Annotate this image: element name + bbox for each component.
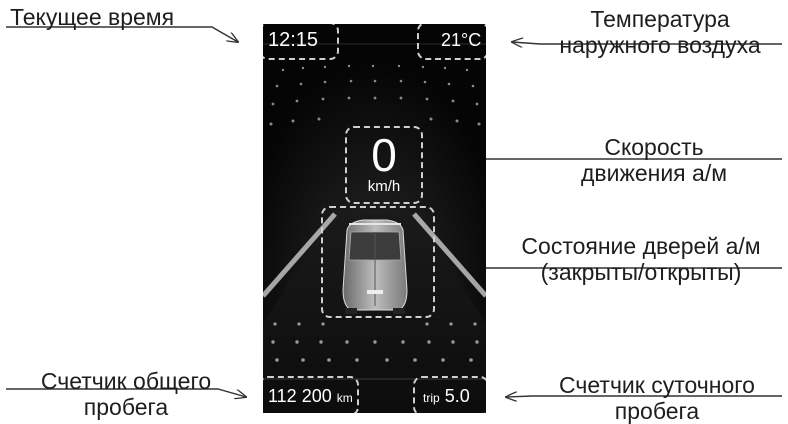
callout-odometer-line2: пробега (83, 394, 169, 420)
ceiling-lights (269, 64, 481, 126)
trip-counter: trip 5.0 (423, 386, 470, 408)
leader-trip (506, 396, 782, 397)
callout-speed-line2: движения а/м (580, 160, 728, 186)
trip-label: trip (423, 391, 440, 405)
trip-callout-frame (413, 376, 486, 413)
instrument-screen: 12:15 21°C 0 km/h 112 200 km trip 5.0 (263, 24, 486, 413)
callout-odometer-line1: Счетчик общего (40, 368, 212, 394)
callout-doors-line1: Состояние дверей а/м (521, 233, 761, 259)
callout-outside-temp-line2: наружного воздуха (559, 32, 761, 58)
time-callout-frame (263, 24, 339, 60)
current-time: 12:15 (268, 29, 319, 51)
odometer: 112 200 km (268, 386, 353, 408)
temperature-callout-frame (417, 24, 486, 60)
van-icon (342, 219, 408, 314)
callout-trip-line1: Счетчик суточного (559, 372, 755, 398)
leader-current-time (6, 26, 238, 42)
outside-temperature: 21°C (441, 30, 482, 50)
callout-doors-line2: (закрыты/открыты) (540, 259, 742, 285)
callout-outside-temperature: Температура наружного воздуха (538, 6, 782, 58)
callout-outside-temp-line1: Температура (590, 6, 730, 32)
road-scene (263, 24, 486, 413)
callout-current-time: Текущее время (10, 4, 174, 30)
trip-value: 5.0 (444, 386, 470, 406)
leader-outside-temp (512, 42, 782, 44)
callout-trip: Счетчик суточного пробега (530, 372, 784, 424)
callout-speed: Скорость движения а/м (554, 134, 754, 186)
speed-value: 0 (371, 129, 397, 181)
callout-odometer: Счетчик общего пробега (4, 368, 248, 420)
doors-callout-frame (321, 206, 435, 318)
odometer-unit: km (336, 391, 353, 405)
road-lights (271, 322, 479, 362)
callout-speed-line1: Скорость (604, 134, 704, 160)
callout-doors: Состояние дверей а/м (закрыты/открыты) (500, 233, 782, 285)
speed-unit: km/h (367, 178, 401, 195)
odometer-value: 112 200 (268, 386, 332, 406)
callout-trip-line2: пробега (614, 398, 700, 424)
odometer-callout-frame (263, 376, 359, 413)
speed-callout-frame (345, 126, 423, 204)
leader-odometer (6, 388, 246, 397)
callout-current-time-text: Текущее время (10, 4, 175, 30)
